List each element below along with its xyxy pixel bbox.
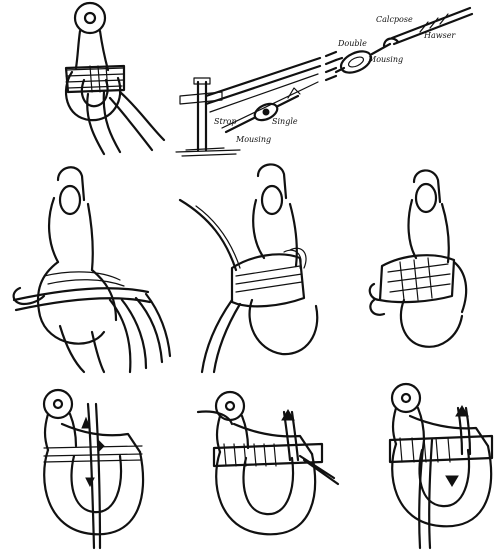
shackle-step-2-figure <box>196 390 340 536</box>
hook-step-3-figure <box>368 169 468 348</box>
shackle-step-1-figure <box>42 388 145 550</box>
hook-mousing-figure <box>64 1 166 156</box>
label-calcpose: Calcpose <box>376 15 413 24</box>
hook-step-2-figure <box>178 163 319 374</box>
tackle-rig-figure: Calcpose Hawser Double Mousing Strop Sin… <box>175 6 474 157</box>
hook-step-1-figure <box>12 166 172 374</box>
label-double: Double <box>337 39 367 48</box>
label-mousing-lower: Mousing <box>235 135 271 144</box>
shackle-step-3-figure <box>388 382 494 550</box>
label-hawser: Hawser <box>423 31 456 40</box>
label-mousing-upper: Mousing <box>367 55 403 64</box>
label-single: Single <box>272 117 298 126</box>
label-strop: Strop <box>214 117 236 126</box>
